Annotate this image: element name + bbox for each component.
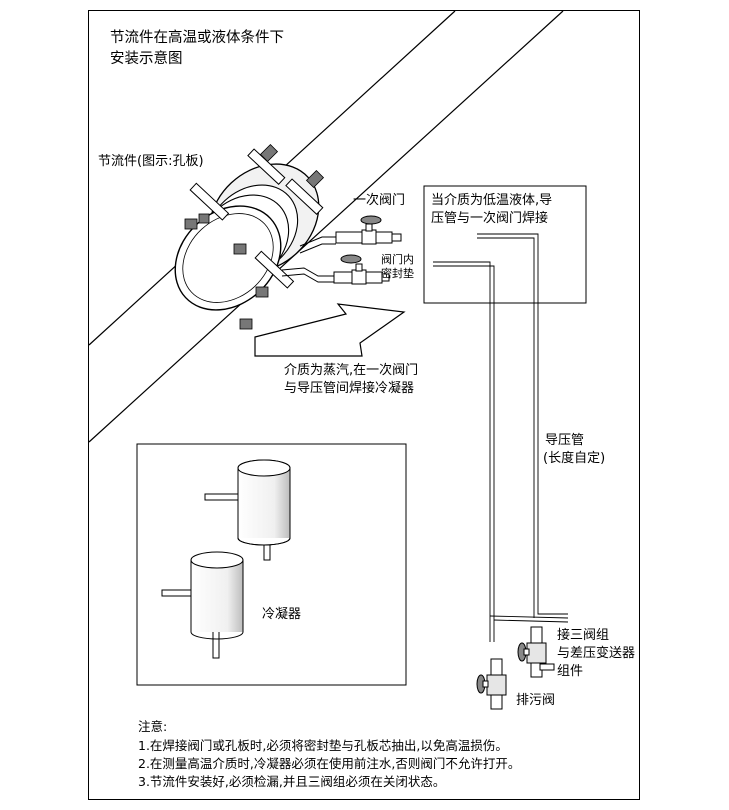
impulse-line-label: 导压管: [545, 433, 585, 448]
diagram-frame: [88, 10, 640, 800]
drain-valve: [476, 658, 507, 710]
steam-note-line1: 介质为蒸汽,在一次阀门: [284, 363, 419, 378]
low-temp-impulse-lines: [433, 233, 539, 616]
steam-arrow: [254, 303, 406, 357]
condenser-upper: [204, 459, 291, 561]
valve-seal-label-line1: 阀门内: [381, 253, 414, 266]
impulse-length-label: (长度自定): [543, 451, 606, 466]
throttle-label: 节流件(图示:孔板): [98, 154, 204, 169]
primary-valve-upper: [335, 215, 402, 245]
low-temp-note-line2: 压管与一次阀门焊接: [431, 211, 549, 226]
drain-valve-label: 排污阀: [516, 693, 556, 708]
orifice-flange-assembly: [174, 143, 325, 330]
impulse-line-bottom: [489, 608, 569, 642]
valve-seal-label-line2: 密封垫: [381, 267, 414, 280]
diagram-title-line1: 节流件在高温或液体条件下: [110, 30, 284, 46]
condenser-lower: [161, 551, 244, 659]
note-item: 3.节流件安装好,必须检漏,并且三阀组必须在关闭状态。: [138, 774, 446, 789]
manifold-label-line1: 接三阀组: [557, 628, 610, 643]
notes-heading: 注意:: [138, 719, 168, 734]
condenser-label: 冷凝器: [262, 607, 302, 622]
diagram-title-line2: 安装示意图: [110, 51, 183, 67]
low-temp-note-line1: 当介质为低温液体,导: [431, 193, 553, 208]
steam-note-line2: 与导压管间焊接冷凝器: [284, 381, 415, 396]
primary-valve-lower: [333, 254, 390, 285]
three-valve-manifold: [517, 626, 555, 678]
note-item: 2.在测量高温介质时,冷凝器必须在使用前注水,否则阀门不允许打开。: [138, 756, 521, 771]
primary-valve-label: 一次阀门: [353, 193, 406, 208]
manifold-label-line2: 与差压变送器: [557, 646, 636, 661]
flange-tap-lines: [281, 236, 336, 283]
note-item: 1.在焊接阀门或孔板时,必须将密封垫与孔板芯抽出,以免高温损伤。: [138, 738, 508, 753]
manifold-label-line3: 组件: [557, 664, 584, 679]
low-temp-callout-box: [423, 185, 587, 304]
